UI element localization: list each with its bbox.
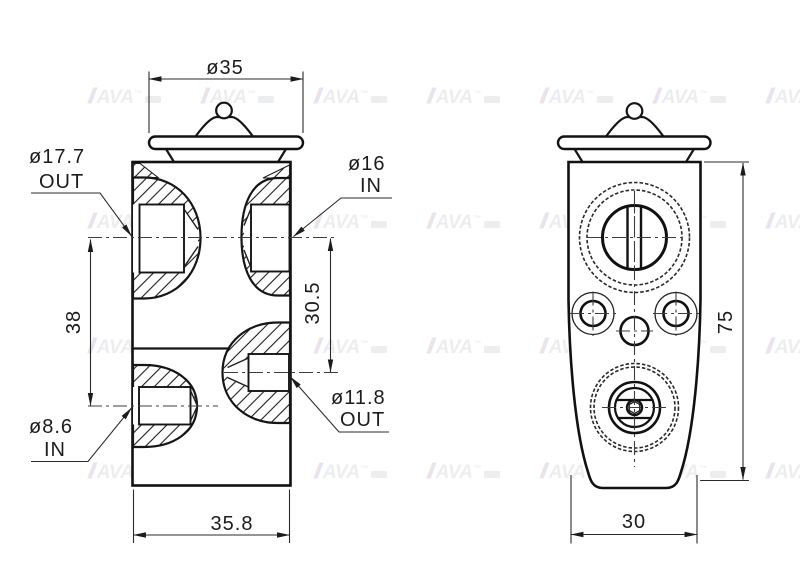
watermark: //AVA™ xyxy=(652,85,726,108)
cap-front xyxy=(147,101,305,163)
label-out-bottom-dia: ø11.8 xyxy=(331,387,386,409)
dim-cap-diameter-label: ø35 xyxy=(206,57,243,79)
watermark: //AVA™ xyxy=(313,335,387,358)
dim-body-depth: 30 xyxy=(570,475,698,544)
hatch-sliver-top-left xyxy=(132,162,160,179)
dim-75-label: 75 xyxy=(715,310,737,334)
label-in-bottom-dir: IN xyxy=(44,439,66,461)
watermark: //AVA™ xyxy=(426,460,500,483)
watermark: //AVA™ xyxy=(426,85,500,108)
svg-text://AVA™: //AVA™ xyxy=(765,460,800,483)
label-in-top-dia: ø16 xyxy=(348,153,385,175)
cap-neck-side xyxy=(573,148,695,163)
svg-text://AVA™: //AVA™ xyxy=(426,85,481,108)
dim-cap-diameter: ø35 xyxy=(148,57,304,133)
dim-body-height: 75 xyxy=(700,161,749,482)
dim-body-width: 35.8 xyxy=(132,489,291,543)
watermark: //AVA™ xyxy=(426,335,500,358)
svg-text://AVA™: //AVA™ xyxy=(539,85,594,108)
dim-35-8-label: 35.8 xyxy=(211,513,254,535)
label-out-bottom-dir: OUT xyxy=(340,409,385,431)
cap-flange-side xyxy=(556,135,712,151)
port-in-top xyxy=(240,176,292,297)
svg-text://AVA™: //AVA™ xyxy=(765,85,800,108)
watermark: //AVA™ xyxy=(539,85,613,108)
svg-text://AVA™: //AVA™ xyxy=(426,335,481,358)
label-out-top-dir: OUT xyxy=(39,171,84,193)
svg-text://AVA™: //AVA™ xyxy=(313,85,368,108)
label-in-bottom-dia: ø8.6 xyxy=(29,416,73,438)
label-in-bottom: ø8.6 IN xyxy=(29,407,132,463)
label-in-top: ø16 IN xyxy=(293,153,392,237)
dim-30-label: 30 xyxy=(622,511,646,533)
label-out-bottom: ø11.8 OUT xyxy=(290,376,389,433)
watermark-layer: //AVA™ //AVA™ //AVA™ //AVA™ //AVA™ //AVA™ //AV… xyxy=(87,85,800,483)
bolt-hole-right xyxy=(653,291,700,336)
dim-38-label: 38 xyxy=(63,310,85,334)
svg-text://AVA™: //AVA™ xyxy=(652,85,707,108)
svg-text://AVA™: //AVA™ xyxy=(200,85,255,108)
dim-port-spacing-left: 38 xyxy=(63,238,94,407)
cap-flange xyxy=(147,135,305,151)
front-section-view: ø35 38 30.5 35.8 ø17.7 OUT ø16 IN xyxy=(29,57,392,543)
svg-text://AVA™: //AVA™ xyxy=(765,335,800,358)
svg-text://AVA™: //AVA™ xyxy=(313,335,368,358)
watermark: //AVA™ xyxy=(313,460,387,483)
dim-30-5-label: 30.5 xyxy=(302,282,324,325)
svg-text://AVA™: //AVA™ xyxy=(87,85,142,108)
watermark: //AVA™ xyxy=(765,210,800,233)
svg-text://AVA™: //AVA™ xyxy=(426,460,481,483)
svg-text://AVA™: //AVA™ xyxy=(313,210,368,233)
label-in-top-dir: IN xyxy=(360,175,382,197)
label-out-top-dia: ø17.7 xyxy=(29,146,85,168)
watermark: //AVA™ xyxy=(313,210,387,233)
watermark: //AVA™ xyxy=(765,85,800,108)
dim-port-spacing-right: 30.5 xyxy=(302,237,334,373)
cap-side xyxy=(556,102,712,163)
cap-ball-side xyxy=(625,102,644,120)
svg-text://AVA™: //AVA™ xyxy=(426,210,481,233)
watermark: //AVA™ xyxy=(313,85,387,108)
watermark: //AVA™ xyxy=(765,460,800,483)
cap-ball xyxy=(215,101,233,120)
cap-neck xyxy=(165,148,287,163)
bolt-hole-left xyxy=(570,291,617,336)
svg-text://AVA™: //AVA™ xyxy=(313,460,368,483)
watermark: //AVA™ xyxy=(765,335,800,358)
watermark: //AVA™ xyxy=(87,85,161,108)
watermark: //AVA™ xyxy=(200,85,274,108)
side-view: 75 30 xyxy=(556,102,749,544)
watermark: //AVA™ xyxy=(426,210,500,233)
svg-text://AVA™: //AVA™ xyxy=(765,210,800,233)
label-out-top: ø17.7 OUT xyxy=(29,146,132,237)
